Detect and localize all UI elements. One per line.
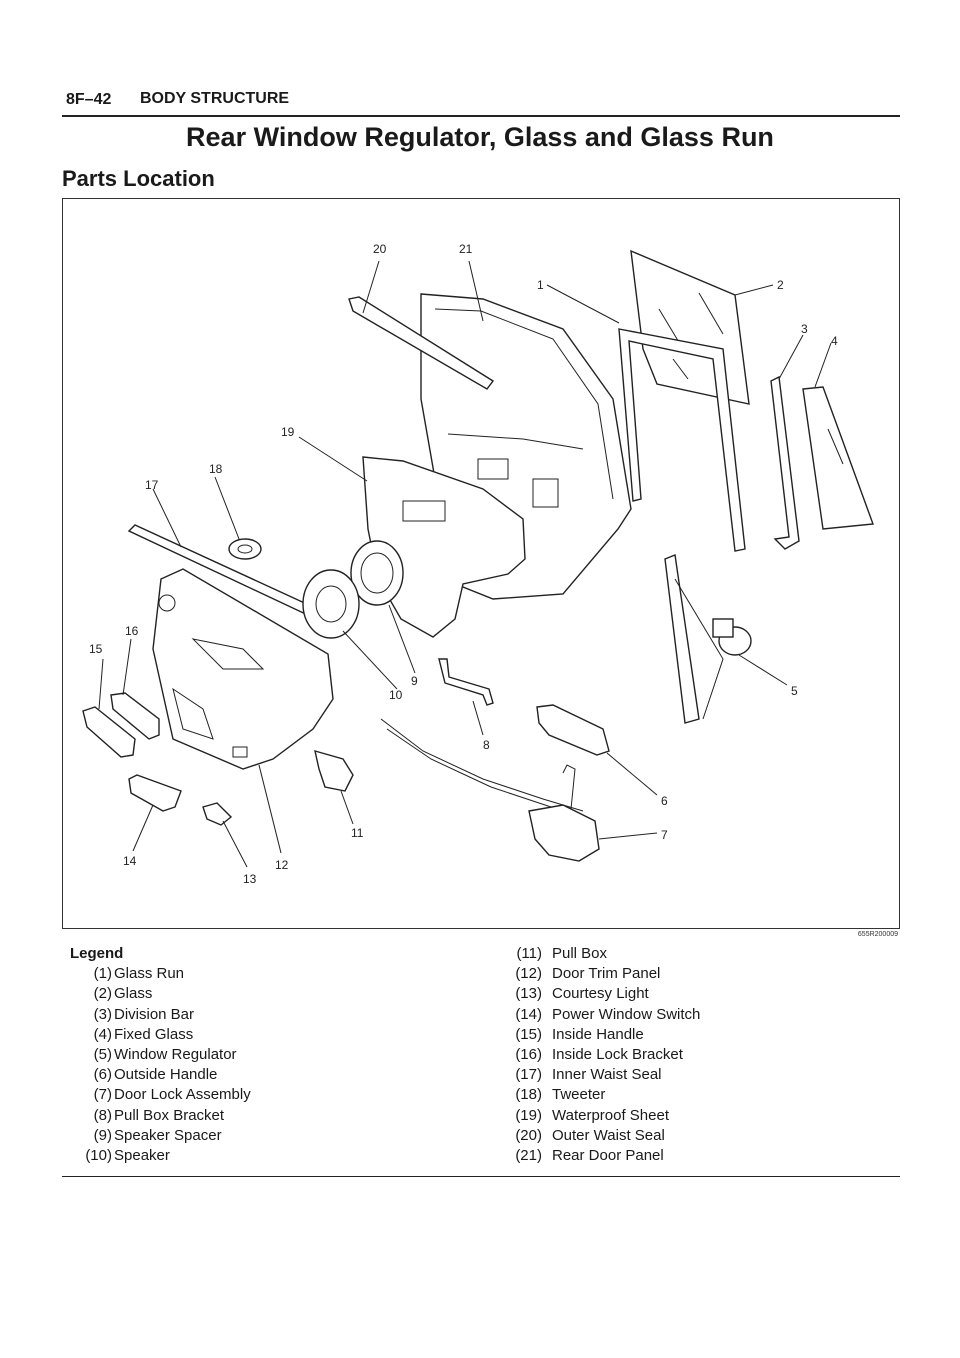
door-trim-panel-part bbox=[152, 568, 334, 770]
tweeter-part bbox=[228, 538, 262, 560]
speaker-part bbox=[302, 569, 360, 639]
window-regulator-part bbox=[664, 554, 752, 724]
glass-part bbox=[630, 249, 750, 405]
division-bar-part bbox=[770, 375, 800, 550]
pull-box-part bbox=[314, 750, 354, 792]
callout-19: 19 bbox=[281, 425, 295, 439]
legend-item: (3)Division Bar bbox=[93, 1005, 195, 1023]
legend-left-column: Legend (1)Glass Run (2)Glass (3)Division… bbox=[62, 944, 462, 1166]
legend-heading: Legend bbox=[70, 945, 124, 962]
callout-3: 3 bbox=[801, 322, 808, 336]
header-rule bbox=[62, 115, 900, 117]
legend-item: (4)Fixed Glass bbox=[93, 1025, 194, 1043]
page-title: Rear Window Regulator, Glass and Glass R… bbox=[186, 122, 774, 152]
callout-6: 6 bbox=[661, 794, 668, 808]
callout-8: 8 bbox=[483, 738, 490, 752]
outer-waist-seal-part bbox=[348, 296, 495, 390]
page-number: 8F–42 bbox=[66, 91, 112, 108]
legend-item: (11)Pull Box bbox=[516, 945, 608, 962]
legend-item: (9)Speaker Spacer bbox=[93, 1126, 222, 1144]
callout-15: 15 bbox=[89, 642, 103, 656]
legend-item: (16)Inside Lock Bracket bbox=[515, 1045, 683, 1063]
section-subtitle: Parts Location bbox=[62, 166, 215, 191]
callout-10: 10 bbox=[389, 688, 403, 702]
callout-21: 21 bbox=[459, 242, 473, 256]
legend-item: (8)Pull Box Bracket bbox=[93, 1106, 225, 1124]
callout-18: 18 bbox=[209, 462, 223, 476]
legend-item: (5)Window Regulator bbox=[93, 1045, 237, 1063]
power-window-switch-part bbox=[128, 774, 182, 812]
outside-handle-part bbox=[536, 704, 610, 756]
callout-2: 2 bbox=[777, 278, 784, 292]
figure-code: 655R200009 bbox=[857, 931, 898, 938]
legend-item: (12)Door Trim Panel bbox=[515, 965, 661, 983]
callout-9: 9 bbox=[411, 674, 418, 688]
legend-item: (15)Inside Handle bbox=[515, 1025, 644, 1043]
page-header: 8F–42 BODY STRUCTURE bbox=[62, 90, 900, 116]
legend-item: (1)Glass Run bbox=[93, 965, 185, 983]
legend-item: (21)Rear Door Panel bbox=[515, 1146, 664, 1164]
legend-right-column: (11)Pull Box (12)Door Trim Panel (13)Cou… bbox=[490, 944, 890, 1166]
legend-item: (19)Waterproof Sheet bbox=[515, 1106, 670, 1124]
leader-lines bbox=[98, 260, 832, 868]
callout-5: 5 bbox=[791, 684, 798, 698]
callout-7: 7 bbox=[661, 828, 668, 842]
inside-lock-bracket-part bbox=[110, 692, 160, 740]
legend-item: (6)Outside Handle bbox=[93, 1066, 218, 1084]
callout-4: 4 bbox=[831, 334, 838, 348]
callout-16: 16 bbox=[125, 624, 139, 638]
diagram-drawing: 1 2 3 4 5 6 7 8 9 10 11 12 13 14 15 16 1… bbox=[82, 242, 874, 886]
legend-item: (10)Speaker bbox=[85, 1146, 170, 1164]
callout-labels: 1 2 3 4 5 6 7 8 9 10 11 12 13 14 15 16 1… bbox=[89, 242, 838, 886]
pull-box-bracket-part bbox=[438, 658, 494, 706]
legend-item: (13)Courtesy Light bbox=[515, 985, 649, 1003]
callout-1: 1 bbox=[537, 278, 544, 292]
exploded-parts-diagram: 1 2 3 4 5 6 7 8 9 10 11 12 13 14 15 16 1… bbox=[62, 198, 900, 929]
legend-item: (2)Glass bbox=[93, 985, 153, 1003]
speaker-spacer-part bbox=[350, 540, 404, 606]
courtesy-light-part bbox=[202, 802, 233, 826]
legend-item: (18)Tweeter bbox=[515, 1086, 606, 1104]
callout-11: 11 bbox=[351, 826, 364, 840]
fixed-glass-part bbox=[802, 386, 874, 530]
callout-12: 12 bbox=[275, 858, 289, 872]
door-lock-assembly-part bbox=[528, 804, 600, 862]
callout-14: 14 bbox=[123, 854, 137, 868]
inside-handle-part bbox=[82, 706, 136, 758]
callout-20: 20 bbox=[373, 242, 387, 256]
callout-17: 17 bbox=[145, 478, 159, 492]
callout-13: 13 bbox=[243, 872, 257, 886]
legend-item: (17)Inner Waist Seal bbox=[515, 1066, 662, 1084]
legend-item: (14)Power Window Switch bbox=[515, 1005, 701, 1023]
legend-item: (20)Outer Waist Seal bbox=[515, 1126, 665, 1144]
section-title: BODY STRUCTURE bbox=[140, 90, 290, 107]
glass-run-part bbox=[618, 328, 746, 552]
footer-rule bbox=[62, 1176, 900, 1177]
legend-item: (7)Door Lock Assembly bbox=[93, 1086, 251, 1104]
